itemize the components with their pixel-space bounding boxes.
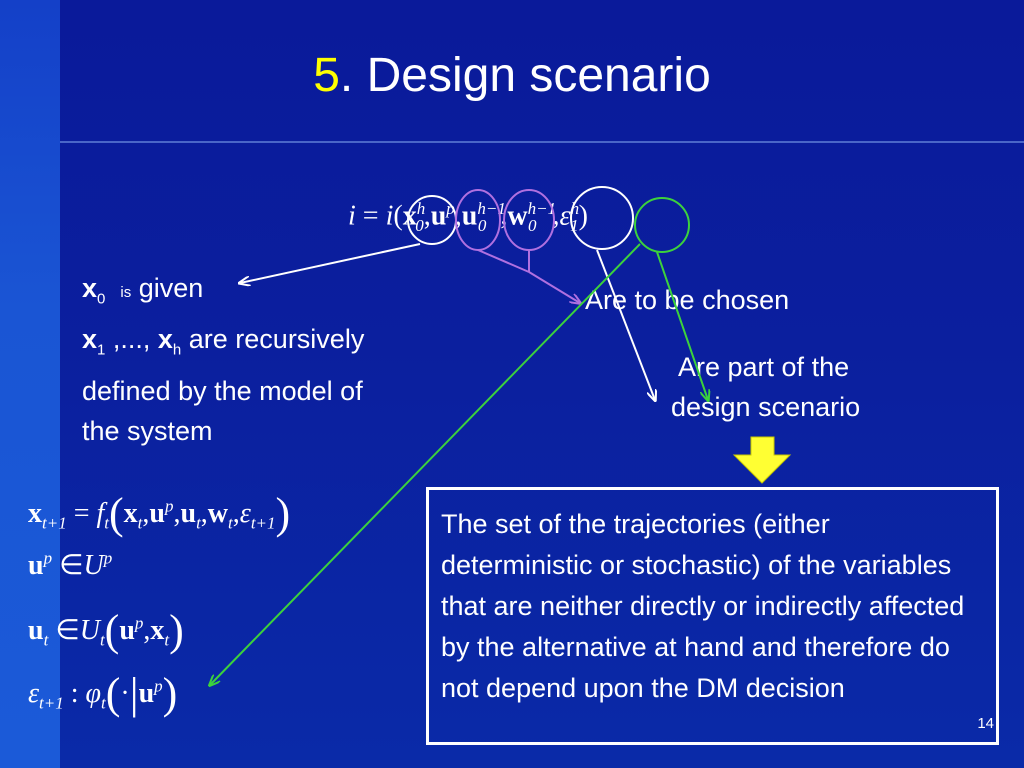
eq-u: u — [430, 200, 447, 232]
circle-eps1 — [634, 197, 690, 253]
box-text: The set of the trajectories (either dete… — [441, 509, 965, 703]
purple-connector-up — [477, 249, 530, 273]
eq-u0: u — [461, 200, 478, 232]
given-text-block: x0 is given x1 ,..., xh are recursively … — [82, 273, 365, 446]
circle-w0 — [570, 186, 634, 250]
circle-x0 — [407, 195, 457, 245]
design-scenario-definition-box: The set of the trajectories (either dete… — [426, 487, 999, 745]
eq-w: w — [507, 200, 528, 232]
purple-arrow-chosen — [528, 271, 580, 303]
white-arrow-given — [240, 243, 421, 283]
formula-policy-set: up ∈Up — [28, 548, 113, 581]
formula-disturbance-distribution: εt+1 : φt(·|up) — [28, 669, 178, 718]
title-divider — [60, 141, 1024, 143]
slide-title: 5. Design scenario — [0, 48, 1024, 103]
eq-x: x — [402, 200, 417, 232]
title-number: 5 — [313, 49, 340, 102]
title-text: . Design scenario — [339, 49, 711, 102]
yellow-down-arrow — [732, 436, 792, 484]
index-equation: i = i(xh0,up,uh−10,wh−10,εh1) — [348, 199, 588, 235]
label-to-be-chosen: Are to be chosen — [585, 285, 790, 315]
left-accent-bar — [0, 0, 60, 768]
ellipse-u0 — [503, 189, 555, 251]
green-arrow-part-of — [656, 251, 708, 400]
eq-eps: ε — [559, 200, 571, 232]
page-number: 14 — [977, 715, 994, 732]
formula-state-transition: xt+1 = ft(xt,up,ut,wt,εt+1) — [28, 489, 291, 538]
ellipse-up — [455, 189, 501, 251]
label-part-of-line1: Are part of the — [678, 352, 850, 382]
white-arrow-part-of — [596, 249, 655, 400]
formula-control-set: ut ∈Ut(up,xt) — [28, 606, 184, 655]
green-arrow-disturbance — [210, 243, 641, 685]
